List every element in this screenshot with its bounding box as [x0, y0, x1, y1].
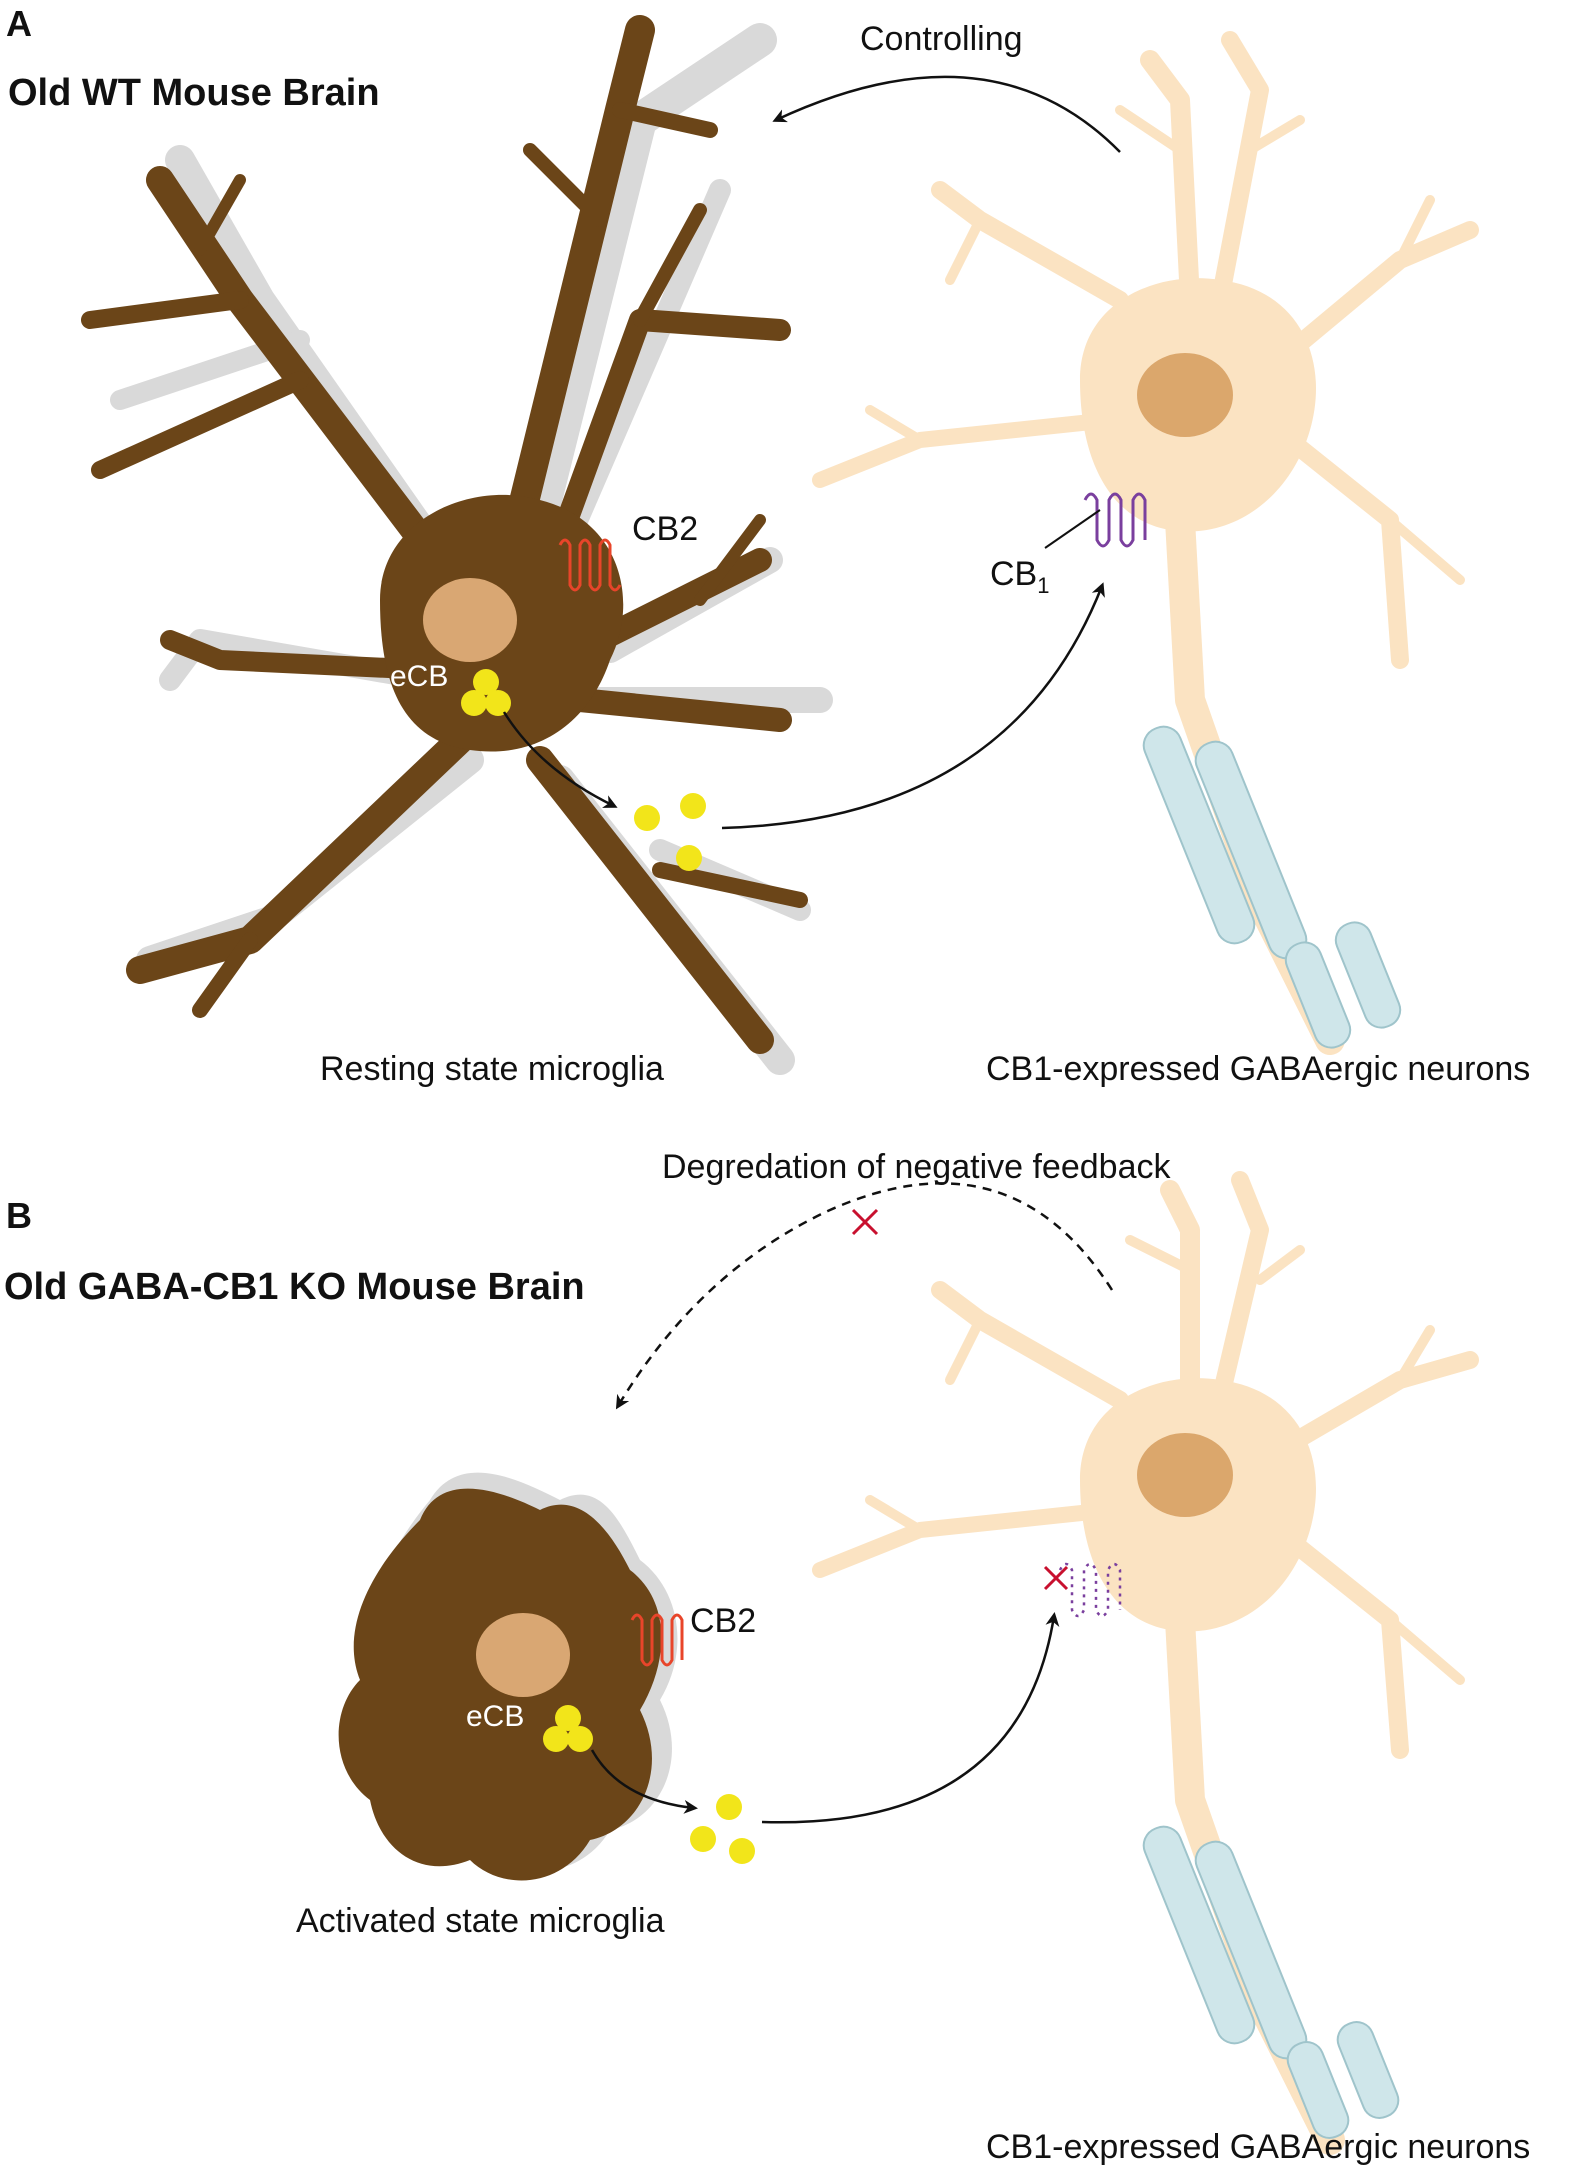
- myelin-sheath: [1142, 725, 1402, 1049]
- cb1-receptor-icon: [1083, 492, 1147, 548]
- cb2-receptor-icon: [630, 1613, 684, 1667]
- blocked-cb1-x-icon: [1043, 1565, 1069, 1591]
- ecb-cluster-icon: [461, 669, 511, 716]
- cb1-receptor-knockout-icon: [1058, 1562, 1122, 1618]
- degradation-label: Degredation of negative feedback: [662, 1148, 1171, 1186]
- cb1-label: CB1: [990, 557, 1049, 597]
- neuron-label-a: CB1-expressed GABAergic neurons: [986, 1050, 1531, 1088]
- neuron-nucleus: [1137, 1433, 1233, 1517]
- released-ecb-icon: [634, 793, 706, 871]
- ecb-cluster-icon: [543, 1705, 593, 1752]
- cb1-leader-line: [1044, 509, 1101, 549]
- cb2-label-a: CB2: [632, 510, 699, 548]
- cb2-receptor-icon: [558, 538, 622, 592]
- gabaergic-neuron-b: [812, 1171, 1479, 2155]
- blocked-feedback-x-icon: [851, 1208, 879, 1236]
- activated-microglia-label: Activated state microglia: [296, 1902, 665, 1940]
- panel-a-letter: A: [6, 3, 32, 44]
- ecb-to-cb1-arrow: [761, 1612, 1060, 1824]
- resting-microglia-label: Resting state microglia: [320, 1050, 664, 1088]
- controlling-label: Controlling: [860, 20, 1023, 58]
- panel-a-title: Old WT Mouse Brain: [8, 72, 380, 114]
- panel-b-title: Old GABA-CB1 KO Mouse Brain: [4, 1266, 585, 1308]
- ecb-release-arrow: [502, 711, 618, 808]
- myelin-sheath: [1142, 1825, 1400, 2139]
- panel-b-letter: B: [6, 1195, 32, 1236]
- resting-microglia-nucleus: [423, 578, 517, 662]
- neuron-label-b: CB1-expressed GABAergic neurons: [986, 2128, 1531, 2166]
- cb1-label-subscript: 1: [1037, 572, 1050, 598]
- resting-microglia: [81, 15, 808, 1054]
- degradation-dashed-arrow: [615, 1182, 1114, 1410]
- ecb-label-b: eCB: [466, 1700, 525, 1733]
- ecb-release-arrow: [590, 1749, 698, 1814]
- gabaergic-neuron-a: [812, 31, 1479, 1055]
- released-ecb-icon: [690, 1794, 755, 1864]
- activated-microglia-nucleus: [476, 1613, 570, 1697]
- neuron-nucleus: [1137, 353, 1233, 437]
- ecb-label-a: eCB: [390, 660, 449, 693]
- cb2-label-b: CB2: [690, 1602, 757, 1640]
- cb1-label-main: CB: [990, 555, 1038, 593]
- ecb-to-cb1-arrow: [721, 582, 1105, 830]
- controlling-arrow: [772, 75, 1121, 153]
